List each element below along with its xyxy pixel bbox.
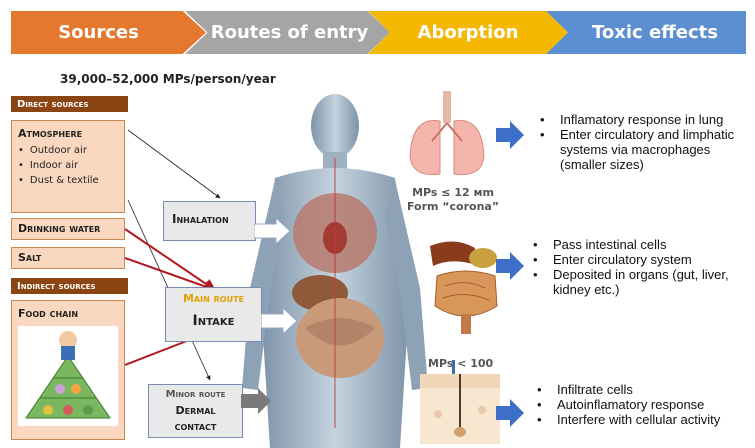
lung-effects-list: Inflamatory response in lung Enter circu… <box>540 112 752 172</box>
arrow-atmosphere-inhalation <box>128 130 220 198</box>
dermal-box: Minor route Dermal contact <box>148 384 243 438</box>
lungs-illustration <box>402 86 492 181</box>
effect-item: Interfere with cellular activity <box>537 412 752 427</box>
dermal-label-2: contact <box>157 420 234 433</box>
lung-effects-arrow-icon <box>496 121 524 149</box>
minor-route-label: Minor route <box>157 389 234 400</box>
effect-item: Infiltrate cells <box>537 382 752 397</box>
inhalation-label: Inhalation <box>172 212 229 226</box>
skin-effects-list: Infiltrate cells Autoinflamatory respons… <box>537 382 752 427</box>
effect-item: Enter circulatory system <box>533 252 738 267</box>
effect-item: Enter circulatory and limphatic systems … <box>540 127 752 172</box>
main-route-label: Main route <box>174 292 253 305</box>
skin-layer-illustration <box>420 374 500 444</box>
arrow-salt-intake <box>125 258 215 290</box>
gut-effects-arrow-icon <box>496 252 524 280</box>
inhalation-arrow-icon <box>254 218 290 244</box>
lung-size-label: MPs ≤ 12 мm Form “corona” <box>398 186 508 214</box>
dermal-arrow-icon <box>241 388 271 414</box>
gut-effects-list: Pass intestinal cells Enter circulatory … <box>533 237 738 297</box>
intake-box: Main route Intake <box>165 287 262 342</box>
lung-size-line2: Form “corona” <box>398 200 508 214</box>
digestive-organs-illustration <box>425 236 507 336</box>
skin-effects-arrow-icon <box>496 399 524 427</box>
inhalation-box: Inhalation <box>163 201 256 241</box>
effect-item: Deposited in organs (gut, liver, kidney … <box>533 267 738 297</box>
lung-size-line1: MPs ≤ 12 мm <box>398 186 508 200</box>
intake-arrow-icon <box>261 308 297 334</box>
effect-item: Pass intestinal cells <box>533 237 738 252</box>
effect-item: Autoinflamatory response <box>537 397 752 412</box>
dermal-label-1: Dermal <box>157 404 234 417</box>
skin-penetration-marker <box>452 360 455 374</box>
effect-item: Inflamatory response in lung <box>540 112 752 127</box>
intake-label: Intake <box>174 313 253 329</box>
